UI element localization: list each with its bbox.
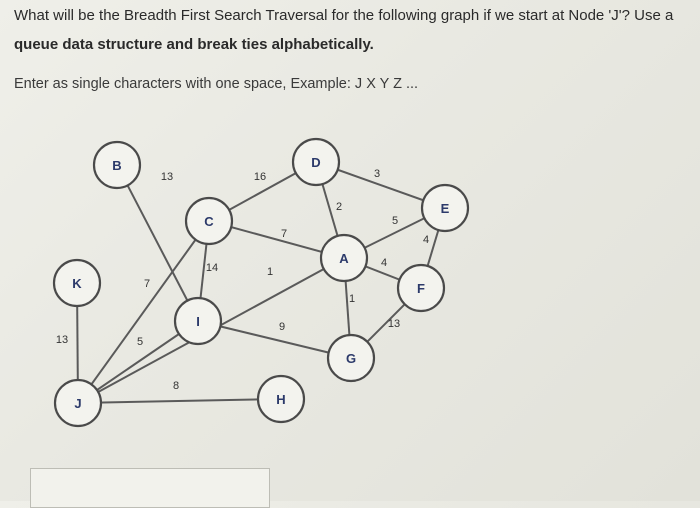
edge-weight-a-g: 1 bbox=[349, 293, 355, 305]
node-label-b: B bbox=[112, 158, 121, 173]
node-a: A bbox=[319, 233, 369, 283]
node-b: B bbox=[92, 140, 142, 190]
node-label-a: A bbox=[339, 251, 349, 266]
edge-weight-j-h: 8 bbox=[173, 380, 179, 392]
node-i: I bbox=[173, 296, 223, 346]
edge-weight-c-i: 14 bbox=[206, 262, 218, 274]
node-circle-d bbox=[291, 137, 341, 187]
answer-input-box[interactable] bbox=[30, 468, 270, 508]
node-j: J bbox=[53, 378, 103, 428]
node-g: G bbox=[326, 333, 376, 383]
edge-weight-i-j: 5 bbox=[137, 336, 143, 348]
node-circle-e bbox=[420, 183, 470, 233]
node-label-i: I bbox=[196, 314, 200, 329]
node-label-f: F bbox=[417, 281, 425, 296]
edge-weight-d-e: 3 bbox=[374, 168, 380, 180]
node-circle-f bbox=[396, 263, 446, 313]
edge-weight-b-i: 13 bbox=[161, 171, 173, 183]
edge-weight-e-a: 5 bbox=[392, 215, 398, 227]
edge-weight-g-f: 13 bbox=[388, 318, 400, 330]
node-label-d: D bbox=[311, 155, 320, 170]
graph-edges: 13 16 7 7 14 2 3 5 4 4 1 1 13 5 9 13 8 bbox=[56, 161, 446, 404]
node-circle-i bbox=[173, 296, 223, 346]
node-label-c: C bbox=[204, 214, 214, 229]
graph-nodes: B C D E A K F I G J H bbox=[52, 137, 470, 428]
edge-weight-i-g: 9 bbox=[279, 321, 285, 333]
edge-i-g bbox=[197, 320, 352, 359]
node-circle-k bbox=[52, 258, 102, 308]
answer-format-instruction: Enter as single characters with one spac… bbox=[14, 76, 419, 92]
edge-j-h bbox=[77, 398, 282, 404]
edge-i-j bbox=[77, 320, 199, 404]
node-circle-c bbox=[184, 196, 234, 246]
node-circle-h bbox=[256, 374, 306, 424]
edge-weight-e-f: 4 bbox=[423, 234, 429, 246]
node-label-g: G bbox=[346, 351, 356, 366]
edge-weight-k-j: 13 bbox=[56, 334, 68, 346]
node-circle-j bbox=[53, 378, 103, 428]
edge-b-i bbox=[116, 164, 199, 322]
node-f: F bbox=[396, 263, 446, 313]
node-circle-g bbox=[326, 333, 376, 383]
edge-c-j bbox=[77, 220, 210, 404]
node-label-e: E bbox=[441, 201, 450, 216]
edge-weight-c-d: 16 bbox=[254, 171, 266, 183]
question-line-2: queue data structure and break ties alph… bbox=[14, 36, 374, 53]
node-circle-b bbox=[92, 140, 142, 190]
edge-weight-a-f: 4 bbox=[381, 257, 387, 269]
question-line-1: What will be the Breadth First Search Tr… bbox=[14, 7, 674, 24]
node-e: E bbox=[420, 183, 470, 233]
node-label-h: H bbox=[276, 392, 285, 407]
node-label-k: K bbox=[72, 276, 82, 291]
node-d: D bbox=[291, 137, 341, 187]
edge-weight-c-a: 7 bbox=[281, 228, 287, 240]
edge-weight-c-j: 7 bbox=[144, 278, 150, 290]
node-c: C bbox=[184, 196, 234, 246]
edge-weight-a-j: 1 bbox=[267, 266, 273, 278]
edge-weight-d-a: 2 bbox=[336, 201, 342, 213]
node-label-j: J bbox=[74, 396, 81, 411]
node-circle-a bbox=[319, 233, 369, 283]
node-k: K bbox=[52, 258, 102, 308]
node-h: H bbox=[256, 374, 306, 424]
